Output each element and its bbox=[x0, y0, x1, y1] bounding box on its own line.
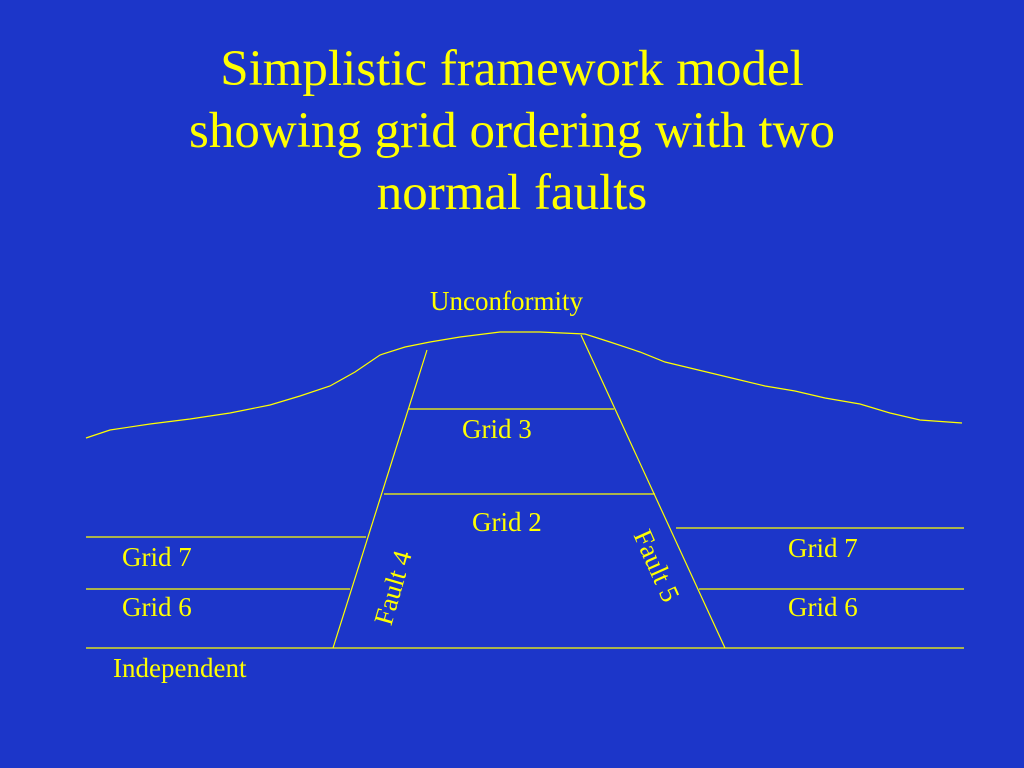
unconformity-label: Unconformity bbox=[430, 286, 583, 316]
title-line-2: showing grid ordering with two bbox=[189, 103, 835, 159]
left-grid-7-label: Grid 7 bbox=[122, 542, 192, 572]
fault-5-line bbox=[580, 334, 726, 649]
title-line-3: normal faults bbox=[376, 165, 648, 221]
title-line-1: Simplistic framework model bbox=[220, 41, 804, 97]
right-grid-7-label: Grid 7 bbox=[788, 533, 858, 563]
unconformity-surface bbox=[85, 331, 963, 439]
grid-3-label: Grid 3 bbox=[462, 414, 532, 444]
independent-label: Independent bbox=[113, 653, 247, 683]
grid-2-label: Grid 2 bbox=[472, 507, 542, 537]
slide-title: Simplistic framework model showing grid … bbox=[0, 38, 1024, 224]
left-grid-6-label: Grid 6 bbox=[122, 592, 192, 622]
fault-4-line bbox=[332, 349, 428, 649]
right-grid-6-label: Grid 6 bbox=[788, 592, 858, 622]
